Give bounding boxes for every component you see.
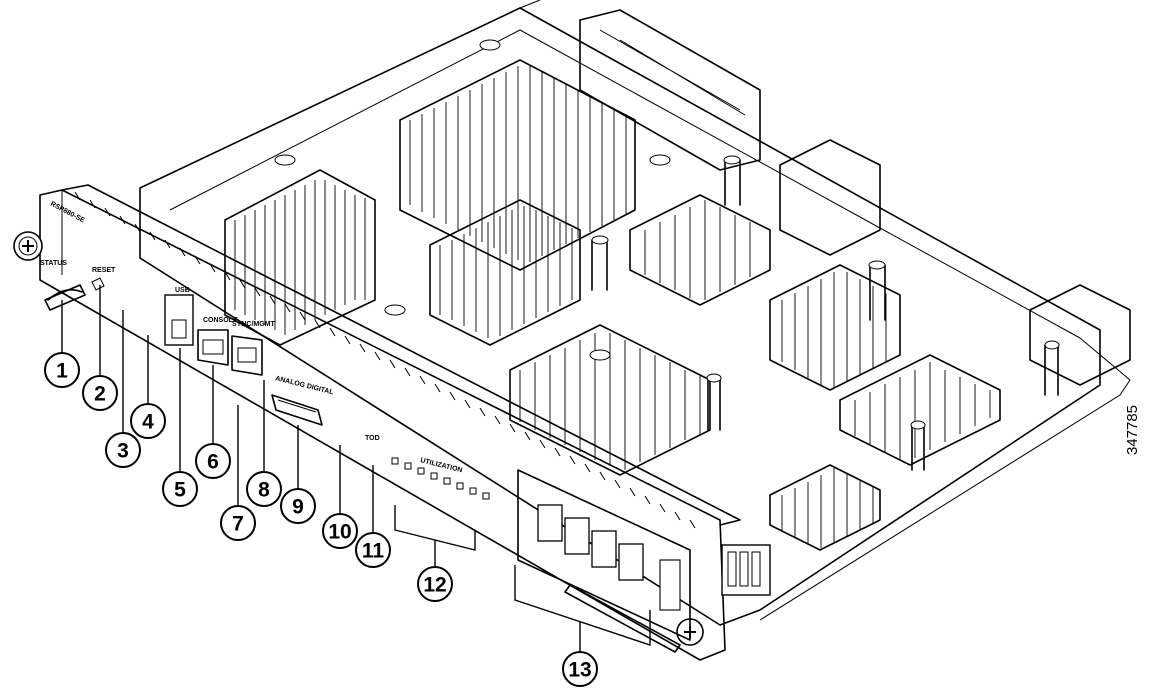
backplane-connector-right: [779, 139, 1131, 386]
callout-6-label: 6: [207, 451, 219, 474]
usb-label: USB: [175, 287, 190, 294]
callout-3-label: 3: [117, 440, 129, 463]
callout-5: 5: [162, 348, 198, 507]
heatsink-bottom-right: [769, 464, 881, 551]
callout-2-label: 2: [94, 383, 106, 406]
reset-button: [91, 277, 105, 291]
standoffs: [274, 39, 1060, 471]
heatsink-center: [429, 199, 581, 346]
callout-10-label: 10: [328, 521, 351, 544]
callout-13: 13: [514, 565, 651, 687]
callout-12: 12: [394, 505, 476, 602]
callout-6: 6: [195, 365, 231, 479]
sync-mgmt-port: [231, 335, 263, 376]
heatsink-right: [769, 264, 901, 391]
callout-9: 9: [280, 425, 316, 524]
circuit-board: [139, 0, 1131, 626]
callout-8: 8: [246, 380, 282, 507]
utilization-leds: [391, 457, 490, 500]
heatsink-center-top: [399, 59, 636, 271]
faceplate-handle: [721, 544, 771, 596]
callout-1-label: 1: [56, 360, 68, 383]
reset-label: RESET: [92, 267, 116, 274]
console-port: [197, 329, 229, 366]
tod-label: TOD: [365, 435, 380, 442]
callout-11-label: 11: [362, 540, 385, 563]
callout-4: 4: [130, 335, 166, 439]
callout-8-label: 8: [258, 479, 270, 502]
usb-port: [164, 294, 194, 346]
front-faceplate: [13, 184, 771, 661]
callout-2: 2: [82, 285, 118, 411]
analog-digital-connector: [271, 394, 323, 426]
callout-11: 11: [355, 465, 391, 568]
sfp-ports: [517, 469, 691, 641]
status-label: STATUS: [40, 260, 67, 267]
backplane-connector-top: [579, 9, 761, 171]
callout-3: 3: [105, 310, 141, 468]
status-led: [47, 289, 83, 301]
callout-9-label: 9: [292, 496, 304, 519]
callout-5-label: 5: [174, 479, 186, 502]
callout-7-label: 7: [232, 513, 244, 536]
ejector-lever-bottom: [564, 584, 681, 653]
callout-1: 1: [44, 300, 80, 388]
callout-10: 10: [322, 445, 358, 549]
sync-digital-label: ANALOG DIGITAL: [275, 375, 335, 396]
console-label: CONSOLE: [203, 317, 238, 324]
model-label: RSP880-SE: [49, 201, 86, 225]
heatsink-far-right: [839, 354, 1001, 466]
heatsink-left: [224, 169, 376, 346]
utilization-label: UTILIZATION: [420, 457, 463, 474]
faceplate-vent-ridges: [74, 191, 696, 529]
callout-7: 7: [220, 405, 256, 541]
heatsink-lower-center: [509, 324, 711, 476]
callout-4-label: 4: [142, 411, 154, 434]
sync-mgmt-label: SYNC/MGMT: [232, 321, 276, 328]
heatsink-right-center: [629, 194, 771, 306]
figure-number: 347785: [1124, 405, 1141, 455]
callout-12-label: 12: [423, 574, 446, 597]
captive-screw-left: [13, 231, 43, 261]
callout-13-label: 13: [568, 659, 591, 682]
